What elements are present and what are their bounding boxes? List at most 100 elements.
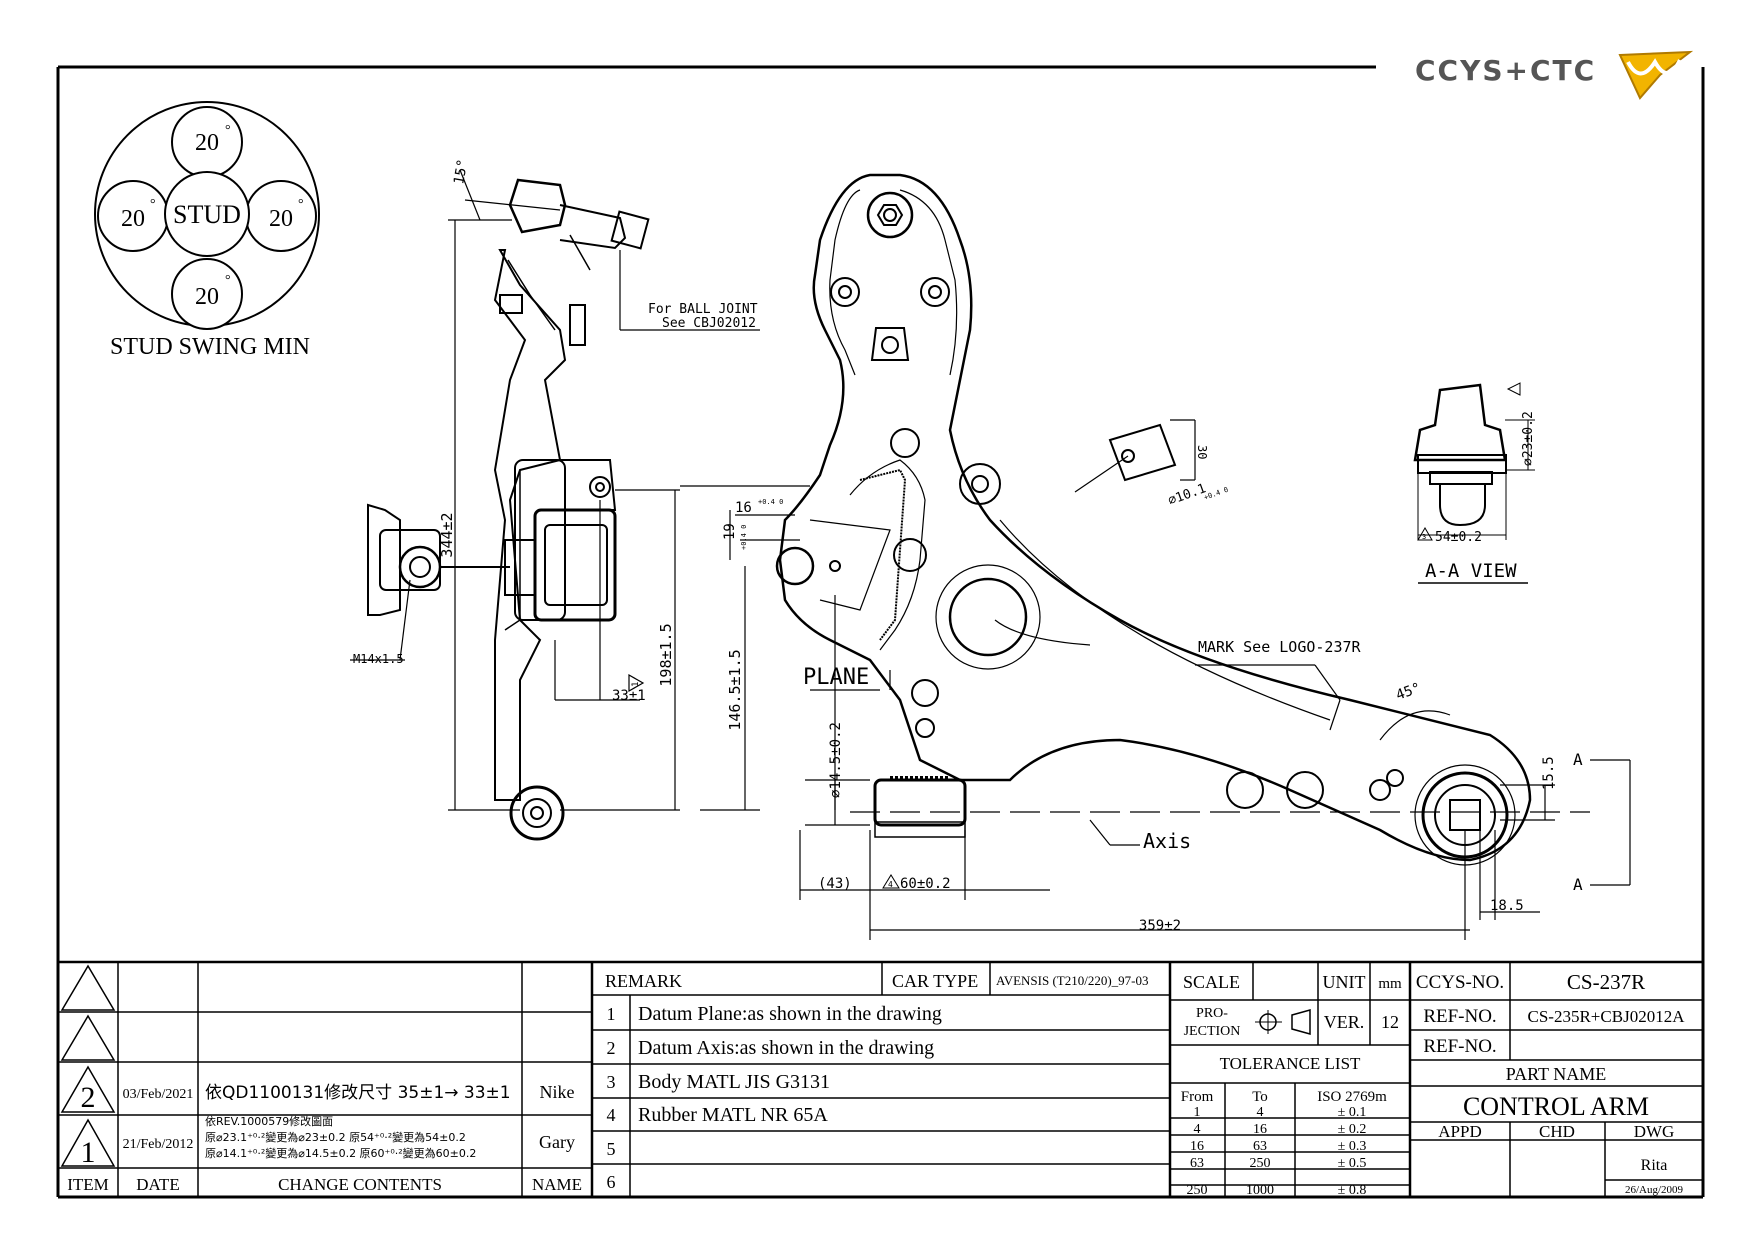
revision-date: 21/Feb/2012 <box>123 1137 194 1152</box>
revision-header-item: ITEM <box>67 1175 109 1194</box>
dim-54: 54±0.2 <box>1435 530 1482 545</box>
datum-triangle <box>882 874 900 889</box>
scale-label: SCALE <box>1183 972 1240 992</box>
logo-text: CCYS+CTC <box>1415 54 1596 87</box>
remark-num: 4 <box>607 1105 616 1125</box>
datum-triangle <box>1506 382 1521 396</box>
tolerance-value: ± 0.2 <box>1338 1122 1367 1137</box>
dim-359: 359±2 <box>1139 918 1181 934</box>
dim-15-5: 15.5 <box>1541 756 1557 790</box>
stud-swing-diagram <box>94 101 320 330</box>
tolerance-from: 250 <box>1187 1183 1208 1198</box>
side-view-dimensions <box>350 169 760 811</box>
dim-18-5: 18.5 <box>1490 898 1524 914</box>
dim-198: 198±1.5 <box>657 623 675 686</box>
tolerance-to: 250 <box>1250 1156 1271 1171</box>
revision-date: 03/Feb/2021 <box>123 1087 194 1102</box>
dim-30: 30 <box>1195 445 1209 459</box>
side-view <box>367 178 650 841</box>
ref-no-label: REF-NO. <box>1423 1006 1496 1027</box>
remark-num: 6 <box>607 1172 616 1192</box>
revision-header-date: DATE <box>136 1175 179 1194</box>
ver-label: VER. <box>1324 1012 1365 1032</box>
tolerance-value: ± 0.8 <box>1338 1183 1367 1198</box>
tolerance-to: 4 <box>1257 1105 1264 1120</box>
car-type-value: AVENSIS (T210/220)_97-03 <box>996 973 1149 988</box>
projection-label: PRO- <box>1196 1006 1228 1021</box>
dwg-value: Rita <box>1641 1157 1668 1174</box>
ccys-no-label: CCYS-NO. <box>1416 972 1504 993</box>
stud-angle-right: 20 <box>269 206 293 232</box>
tolerance-to: 16 <box>1253 1122 1267 1137</box>
aa-view-label: A-A VIEW <box>1425 560 1517 582</box>
car-type-label: CAR TYPE <box>892 971 978 991</box>
tolerance-to: 63 <box>1253 1139 1267 1154</box>
dim-19-tolerance: +0.4 0 <box>740 525 748 550</box>
degree-mark: ° <box>225 123 231 138</box>
stud-angle-top: 20 <box>195 130 219 156</box>
degree-mark: ° <box>150 197 156 212</box>
tolerance-to: 1000 <box>1246 1183 1274 1198</box>
dim-146: 146.5±1.5 <box>726 649 744 730</box>
revision-item: 1 <box>81 1136 96 1169</box>
dim-33: 33±1 <box>612 688 646 704</box>
stud-swing-caption: STUD SWING MIN <box>110 334 310 360</box>
dim-d10-1: ⌀10.1 <box>1166 481 1208 508</box>
ccys-no-value: CS-237R <box>1567 970 1645 994</box>
ref-no-value: CS-235R+CBJ02012A <box>1528 1007 1686 1026</box>
dwg-label: DWG <box>1634 1122 1675 1141</box>
side-angle-label: 15° <box>451 158 471 186</box>
stud-center-label: STUD <box>173 200 241 229</box>
appd-label: APPD <box>1438 1122 1481 1141</box>
projection-label: JECTION <box>1184 1024 1241 1039</box>
tolerance-value: ± 0.1 <box>1338 1105 1367 1120</box>
revision-change: 依REV.1000579修改圖面 <box>205 1114 333 1128</box>
revision-change: 原⌀14.1⁺⁰·²變更為⌀14.5±0.2 原60⁺⁰·²變更為60±0.2 <box>205 1146 476 1160</box>
tolerance-from: 63 <box>1190 1156 1204 1171</box>
dim-height: 344±2 <box>438 512 456 557</box>
ref-no-label: REF-NO. <box>1423 1036 1496 1057</box>
dim-d10-1-tolerance: +0.4 0 <box>1203 486 1230 502</box>
dim-19: 19 <box>722 523 738 540</box>
company-logo: CCYS+CTC <box>1415 50 1694 100</box>
dim-16-tolerance: +0.4 0 <box>758 498 783 506</box>
remark-num: 5 <box>607 1139 616 1159</box>
stud-angle-bottom: 20 <box>195 284 219 310</box>
datum-triangle <box>628 673 645 693</box>
part-name-label: PART NAME <box>1506 1064 1606 1084</box>
remark-num: 1 <box>607 1004 616 1024</box>
title-block <box>58 960 1703 1197</box>
remark-text: Body MATL JIS G3131 <box>638 1071 830 1093</box>
revision-name: Nike <box>540 1082 575 1102</box>
dim-16: 16 <box>735 500 752 516</box>
datum-triangle-num: 4 <box>888 880 893 889</box>
ball-joint-note: For BALL JOINT <box>648 302 758 317</box>
remark-num: 2 <box>607 1038 616 1058</box>
tolerance-value: ± 0.3 <box>1338 1139 1367 1154</box>
part-name-value: CONTROL ARM <box>1463 1092 1649 1121</box>
remark-text: Rubber MATL NR 65A <box>638 1104 828 1126</box>
tolerance-from: 4 <box>1194 1122 1201 1137</box>
degree-mark: ° <box>225 273 231 288</box>
section-marker-a: A <box>1573 875 1583 894</box>
revision-name: Gary <box>539 1132 575 1152</box>
unit-value: mm <box>1378 976 1402 992</box>
aa-section-view <box>1413 383 1535 584</box>
ver-value: 12 <box>1381 1012 1399 1032</box>
drawing-date: 26/Aug/2009 <box>1625 1184 1684 1196</box>
revision-header-change: CHANGE CONTENTS <box>278 1175 442 1194</box>
revision-change: 依QD1100131修改尺寸 35±1→ 33±1 <box>205 1083 511 1103</box>
revision-header-name: NAME <box>532 1175 582 1194</box>
axis-label: Axis <box>1143 829 1191 853</box>
datum-triangle-num: 1 <box>631 682 641 687</box>
tolerance-col-from: From <box>1181 1089 1214 1105</box>
chd-label: CHD <box>1539 1122 1575 1141</box>
dim-d23: ⌀23±0.2 <box>1521 411 1536 466</box>
top-view-dimensions <box>680 419 1631 940</box>
sheet-frame <box>56 65 1705 1199</box>
remark-num: 3 <box>607 1072 616 1092</box>
tolerance-value: ± 0.5 <box>1338 1156 1367 1171</box>
mark-note: MARK See LOGO-237R <box>1198 638 1362 656</box>
